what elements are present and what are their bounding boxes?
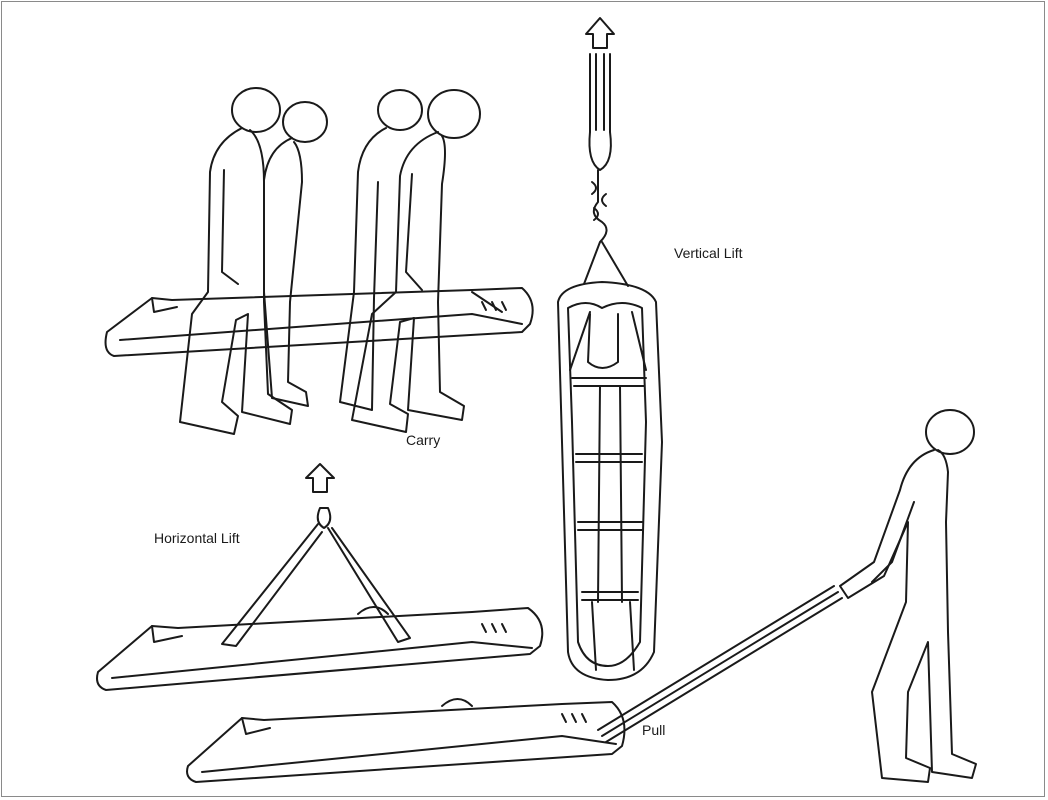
up-arrow-icon	[586, 18, 614, 48]
carrier-person-1	[180, 88, 292, 434]
carrier-person-3	[340, 90, 422, 410]
carrier-person-2	[264, 102, 327, 406]
carrier-person-4	[352, 90, 480, 432]
pull-stretcher	[187, 699, 624, 782]
pull-scene	[187, 410, 976, 782]
carry-stretcher	[106, 288, 533, 356]
horizontal-lift-scene	[97, 464, 542, 690]
pulling-person	[840, 410, 976, 782]
vertical-stretcher	[558, 282, 662, 680]
horizontal-stretcher	[97, 607, 542, 690]
vertical-lift-scene	[558, 18, 662, 680]
up-arrow-icon	[306, 464, 334, 492]
horizontal-lift-label: Horizontal Lift	[154, 530, 240, 546]
carry-scene	[106, 88, 533, 434]
vertical-lift-label: Vertical Lift	[674, 245, 742, 261]
carry-label: Carry	[406, 432, 440, 448]
pull-label: Pull	[642, 722, 665, 738]
